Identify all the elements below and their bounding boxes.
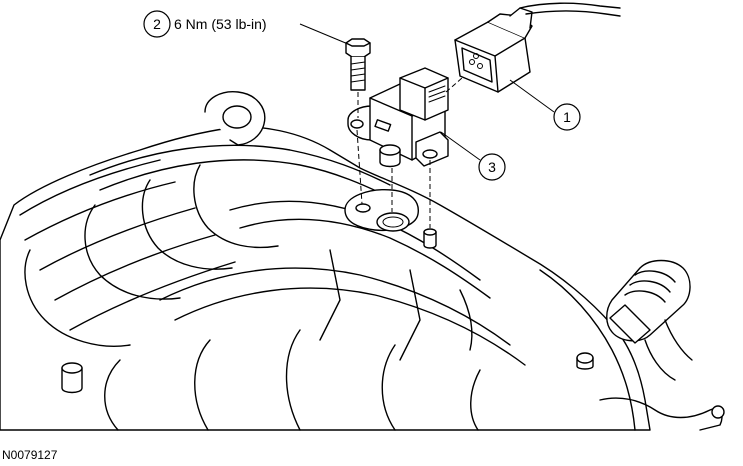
callout-2: 2 6 Nm (53 lb-in) <box>143 10 349 45</box>
callout-2-number: 2 <box>153 16 161 32</box>
torque-spec: 6 Nm (53 lb-in) <box>174 16 267 32</box>
callout-1: 1 <box>509 79 581 131</box>
sensor-mounting-boss <box>344 189 437 249</box>
bolt <box>345 38 371 91</box>
intake-manifold <box>0 91 725 431</box>
callout-1-number: 1 <box>563 109 571 125</box>
map-sensor <box>347 67 449 168</box>
figure-id: N0079127 <box>2 448 58 462</box>
alignment-lines <box>356 77 463 228</box>
callout-3: 3 <box>440 131 506 181</box>
electrical-connector <box>454 2 621 93</box>
callout-3-number: 3 <box>488 159 496 175</box>
